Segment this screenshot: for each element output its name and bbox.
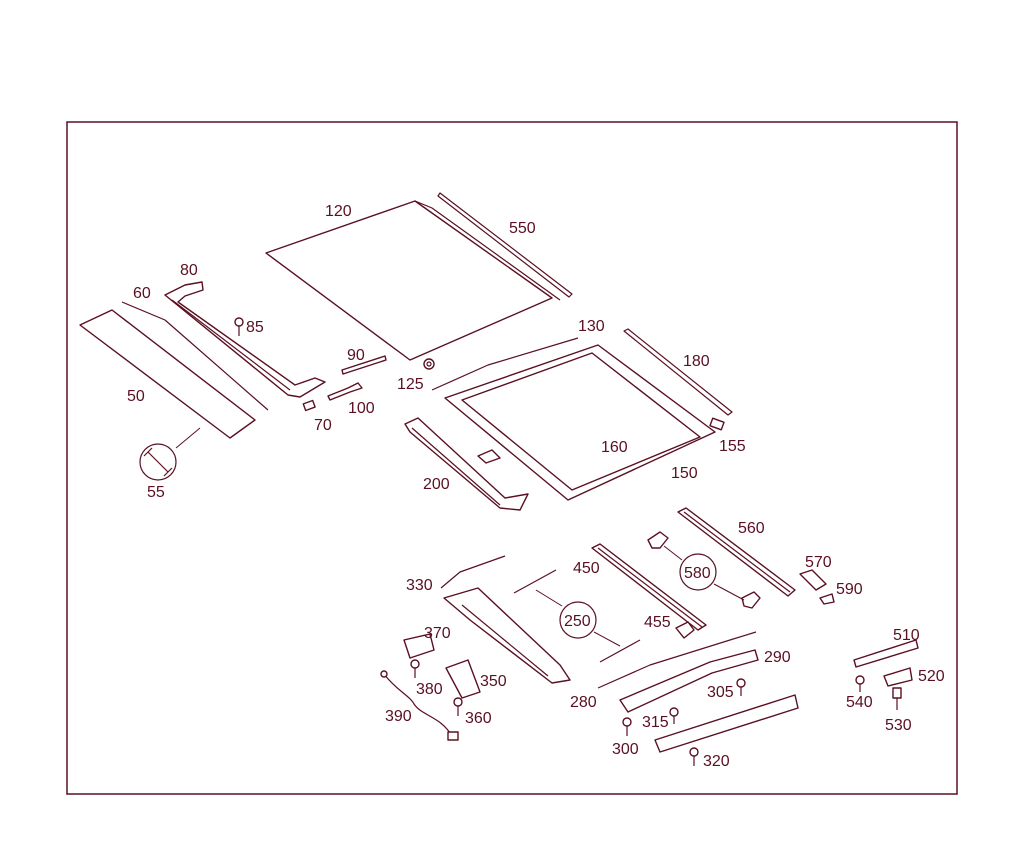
callout-380: 380: [416, 681, 443, 698]
part-130-strip: [431, 337, 579, 391]
callout-155: 155: [719, 438, 746, 455]
part-590-clip: [819, 593, 835, 605]
callout-circle-580: [679, 553, 717, 591]
diagram-frame: [66, 121, 958, 795]
callout-180: 180: [683, 353, 710, 370]
part-300-screw: [622, 717, 632, 736]
part-520-bracket: [883, 667, 913, 687]
callout-330: 330: [406, 577, 433, 594]
callout-160: 160: [601, 439, 628, 456]
part-200-front-rail: [404, 417, 529, 511]
callout-250: 250: [564, 613, 591, 630]
callout-520: 520: [918, 668, 945, 685]
part-280-cable: [597, 631, 757, 689]
part-390-cable: [380, 670, 459, 741]
part-160-inner-seal: [461, 352, 701, 491]
callout-570: 570: [805, 554, 832, 571]
part-510-strip: [853, 639, 919, 668]
callout-530: 530: [885, 717, 912, 734]
part-50-rear-glass: [79, 309, 256, 439]
part-350-unit: [445, 659, 481, 699]
part-570-bracket: [799, 569, 827, 591]
callout-360: 360: [465, 710, 492, 727]
callout-450: 450: [573, 560, 600, 577]
callout-130: 130: [578, 318, 605, 335]
callout-580: 580: [684, 565, 711, 582]
part-530-bolt: [892, 687, 902, 710]
callout-300: 300: [612, 741, 639, 758]
part-70-clip: [302, 399, 316, 412]
leader-lines: [175, 427, 745, 647]
callout-560: 560: [738, 520, 765, 537]
part-370-motor: [403, 633, 435, 659]
part-100-bracket: [327, 382, 363, 401]
part-380-screw: [410, 659, 420, 678]
callout-55: 55: [147, 484, 165, 501]
part-580-bracket-lower: [741, 591, 761, 609]
callout-100: 100: [348, 400, 375, 417]
part-250-cables: [513, 569, 641, 663]
callout-200: 200: [423, 476, 450, 493]
part-120-glass-roof: [265, 200, 561, 361]
callout-290: 290: [764, 649, 791, 666]
part-85-screw: [234, 317, 244, 336]
part-90-rod: [341, 355, 387, 375]
callout-540: 540: [846, 694, 873, 711]
part-360-screw: [453, 697, 463, 716]
part-180-seal: [623, 328, 733, 416]
part-60-seal-strip: [121, 301, 269, 411]
part-455-bracket: [675, 621, 695, 639]
callout-455: 455: [644, 614, 671, 631]
callout-85: 85: [246, 319, 264, 336]
part-450-guide-rail: [591, 543, 707, 631]
part-80-frame: [164, 281, 326, 398]
part-330-drive-frame: [440, 555, 571, 684]
callout-150: 150: [671, 465, 698, 482]
callout-50: 50: [127, 388, 145, 405]
part-550-trim: [437, 192, 573, 298]
callout-280: 280: [570, 694, 597, 711]
callout-350: 350: [480, 673, 507, 690]
callout-370: 370: [424, 625, 451, 642]
part-290-rail: [619, 649, 759, 713]
callout-120: 120: [325, 203, 352, 220]
callout-590: 590: [836, 581, 863, 598]
callout-125: 125: [397, 376, 424, 393]
callout-390: 390: [385, 708, 412, 725]
part-305-screw: [736, 678, 746, 696]
callout-circle-250: [559, 601, 597, 639]
callout-315: 315: [642, 714, 669, 731]
part-315-screw: [669, 707, 679, 724]
callout-60: 60: [133, 285, 151, 302]
part-155-clip: [709, 417, 725, 431]
callout-80: 80: [180, 262, 198, 279]
part-320-screw: [689, 747, 699, 766]
callout-70: 70: [314, 417, 332, 434]
callout-510: 510: [893, 627, 920, 644]
part-320-trim: [654, 694, 799, 753]
part-540-screw: [855, 675, 865, 692]
part-560-rail: [677, 507, 796, 597]
callout-90: 90: [347, 347, 365, 364]
callout-320: 320: [703, 753, 730, 770]
wrench-icon: [139, 443, 177, 481]
part-580-bracket-upper: [647, 531, 669, 549]
callout-305: 305: [707, 684, 734, 701]
part-125-nut: [423, 358, 435, 370]
callout-550: 550: [509, 220, 536, 237]
